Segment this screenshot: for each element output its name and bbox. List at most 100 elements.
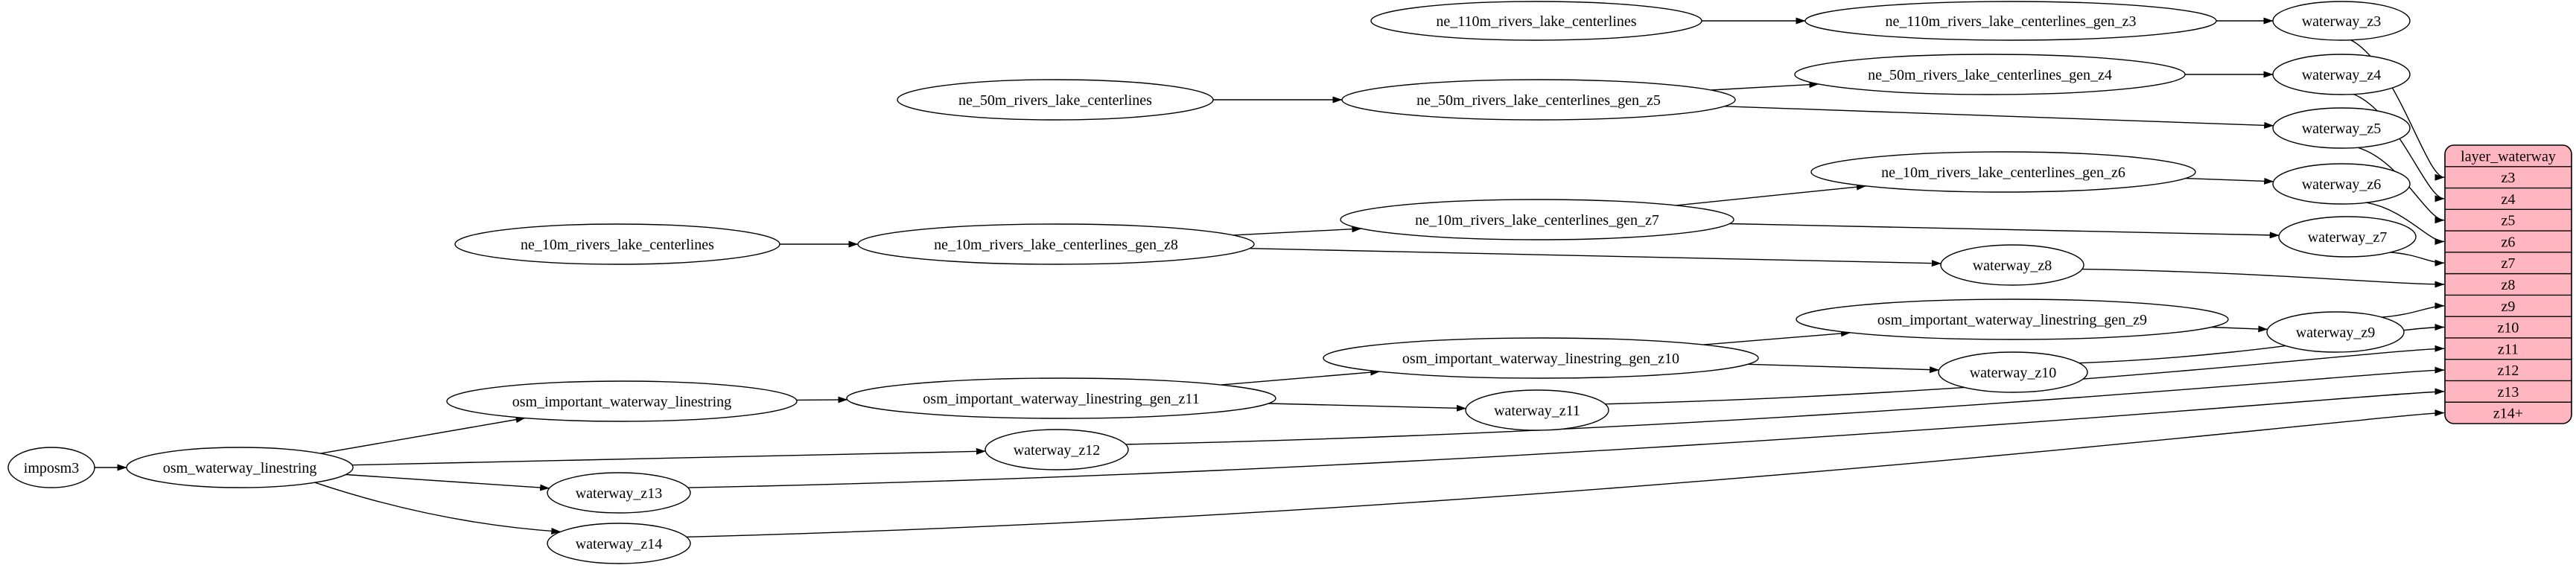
node-label-ne_10m_rivers_lake_centerlines: ne_10m_rivers_lake_centerlines: [521, 237, 714, 253]
node-ne_10m_rivers_lake_centerlines_gen_z6: ne_10m_rivers_lake_centerlines_gen_z6: [1810, 151, 2196, 193]
node-label-waterway_z3: waterway_z3: [2302, 13, 2382, 30]
node-label-ne_10m_rivers_lake_centerlines_gen_z6: ne_10m_rivers_lake_centerlines_gen_z6: [1881, 165, 2125, 181]
node-ne_10m_rivers_lake_centerlines: ne_10m_rivers_lake_centerlines: [454, 223, 780, 265]
node-ne_50m_rivers_lake_centerlines: ne_50m_rivers_lake_centerlines: [897, 79, 1214, 121]
node-waterway_z9: waterway_z9: [2266, 311, 2405, 353]
node-label-osm_important_waterway_linestring_gen_z11: osm_important_waterway_linestring_gen_z1…: [923, 391, 1199, 407]
edge-ne_10m_rivers_lake_centerlines_gen_z7-to-ne_10m_rivers_lake_centerlines_gen_z6: [1676, 183, 1866, 206]
edge-ne_10m_rivers_lake_centerlines_gen_z7-to-waterway_z7: [1729, 223, 2280, 239]
node-imposm3: imposm3: [7, 447, 95, 488]
node-waterway_z13: waterway_z13: [547, 472, 691, 514]
record-layer_waterway: layer_waterway z3 z4 z5 z6 z7 z8 z9 z10 z11 z12 z13…: [2444, 144, 2572, 424]
record-row-z4: z4: [2502, 191, 2516, 208]
edge-ne_10m_rivers_lake_centerlines_gen_z6-to-waterway_z6: [2185, 177, 2274, 185]
record-row-z7: z7: [2502, 255, 2516, 272]
node-waterway_z5: waterway_z5: [2272, 107, 2411, 149]
node-label-osm_important_waterway_linestring: osm_important_waterway_linestring: [512, 394, 731, 410]
edge-osm_waterway_linestring-to-waterway_z13: [346, 473, 550, 491]
edge-osm_waterway_linestring-to-waterway_z14: [314, 482, 562, 535]
record-row-z6: z6: [2502, 234, 2516, 250]
edge-osm_waterway_linestring-to-osm_important_waterway_linestring: [320, 416, 526, 454]
node-label-imposm3: imposm3: [24, 460, 79, 476]
edges-layer: [95, 17, 2445, 537]
node-label-waterway_z10: waterway_z10: [1970, 365, 2057, 381]
nodes-layer: imposm3 osm_waterway_linestring ne_10m_riv…: [7, 1, 2417, 564]
edge-waterway_z13-to-layer_waterway-z13: [687, 388, 2445, 488]
node-label-waterway_z13: waterway_z13: [576, 485, 663, 502]
node-ne_50m_rivers_lake_centerlines_gen_z5: ne_50m_rivers_lake_centerlines_gen_z5: [1341, 79, 1736, 121]
node-ne_50m_rivers_lake_centerlines_gen_z4: ne_50m_rivers_lake_centerlines_gen_z4: [1794, 54, 2186, 95]
node-label-osm_important_waterway_linestring_gen_z10: osm_important_waterway_linestring_gen_z1…: [1402, 351, 1679, 367]
node-ne_110m_rivers_lake_centerlines: ne_110m_rivers_lake_centerlines: [1370, 1, 1702, 41]
edge-waterway_z11-to-layer_waterway-z11: [1605, 345, 2445, 405]
node-osm_important_waterway_linestring_gen_z10: osm_important_waterway_linestring_gen_z1…: [1323, 337, 1759, 379]
record-row-z5: z5: [2502, 213, 2516, 229]
record-row-z12: z12: [2498, 363, 2519, 379]
edge-ne_50m_rivers_lake_centerlines_gen_z5-to-ne_50m_rivers_lake_centerlines_gen_z4: [1711, 81, 1819, 91]
node-waterway_z11: waterway_z11: [1465, 389, 1609, 431]
node-label-waterway_z5: waterway_z5: [2302, 121, 2382, 137]
record-row-z9: z9: [2502, 299, 2516, 315]
edge-ne_50m_rivers_lake_centerlines_gen_z5-to-waterway_z5: [1724, 106, 2274, 129]
node-waterway_z12: waterway_z12: [985, 429, 1129, 470]
edge-osm_important_waterway_linestring_gen_z11-to-osm_important_waterway_linestring_gen_z10: [1221, 368, 1381, 386]
node-waterway_z8: waterway_z8: [1940, 244, 2084, 286]
edge-osm_important_waterway_linestring_gen_z10-to-osm_important_waterway_linestring_gen_z9: [1703, 330, 1851, 345]
edge-osm_waterway_linestring-to-waterway_z12: [352, 447, 986, 466]
edge-osm_important_waterway_linestring_gen_z9-to-waterway_z9: [2211, 325, 2268, 333]
edge-waterway_z7-to-layer_waterway-z7: [2390, 252, 2445, 267]
node-label-ne_110m_rivers_lake_centerlines_gen_z3: ne_110m_rivers_lake_centerlines_gen_z3: [1886, 13, 2137, 30]
record-title: layer_waterway: [2461, 148, 2556, 165]
record-row-z3: z3: [2502, 170, 2516, 186]
edge-waterway_z5-to-layer_waterway-z5: [2357, 147, 2445, 224]
node-osm_important_waterway_linestring: osm_important_waterway_linestring: [446, 380, 798, 422]
node-waterway_z6: waterway_z6: [2272, 163, 2411, 205]
node-label-waterway_z6: waterway_z6: [2302, 176, 2382, 193]
edge-osm_important_waterway_linestring_gen_z10-to-waterway_z10: [1747, 363, 1940, 374]
edge-waterway_z4-to-layer_waterway-z4: [2353, 93, 2445, 202]
node-label-waterway_z8: waterway_z8: [1973, 258, 2052, 274]
node-label-waterway_z12: waterway_z12: [1014, 442, 1101, 459]
node-waterway_z7: waterway_z7: [2278, 216, 2417, 258]
node-label-osm_waterway_linestring: osm_waterway_linestring: [163, 460, 317, 476]
node-waterway_z3: waterway_z3: [2272, 1, 2411, 41]
node-waterway_z4: waterway_z4: [2272, 54, 2411, 95]
node-waterway_z10: waterway_z10: [1938, 351, 2088, 393]
node-label-waterway_z7: waterway_z7: [2308, 229, 2388, 246]
node-osm_waterway_linestring: osm_waterway_linestring: [126, 447, 354, 488]
edge-ne_10m_rivers_lake_centerlines_gen_z8-to-waterway_z8: [1250, 248, 1941, 267]
node-label-ne_50m_rivers_lake_centerlines: ne_50m_rivers_lake_centerlines: [958, 92, 1152, 109]
edge-waterway_z9-to-layer_waterway-z9: [2381, 302, 2445, 318]
edge-osm_important_waterway_linestring-to-osm_important_waterway_linestring_gen_z11: [796, 396, 848, 403]
node-ne_110m_rivers_lake_centerlines_gen_z3: ne_110m_rivers_lake_centerlines_gen_z3: [1804, 1, 2217, 41]
edge-waterway_z3-to-layer_waterway-z3: [2350, 39, 2445, 181]
node-osm_important_waterway_linestring_gen_z11: osm_important_waterway_linestring_gen_z1…: [846, 377, 1276, 419]
edge-waterway_z14-to-layer_waterway-z14+: [686, 409, 2445, 537]
node-label-waterway_z14: waterway_z14: [576, 536, 663, 552]
record-row-z8: z8: [2502, 277, 2516, 293]
record-node-layer-waterway: layer_waterway z3 z4 z5 z6 z7 z8 z9 z10 z11 z12 z13…: [2444, 144, 2572, 424]
node-label-ne_50m_rivers_lake_centerlines_gen_z4: ne_50m_rivers_lake_centerlines_gen_z4: [1868, 67, 2112, 83]
node-label-osm_important_waterway_linestring_gen_z9: osm_important_waterway_linestring_gen_z9: [1877, 312, 2147, 328]
node-waterway_z14: waterway_z14: [547, 523, 691, 564]
node-label-waterway_z4: waterway_z4: [2302, 67, 2382, 83]
node-label-waterway_z11: waterway_z11: [1494, 403, 1580, 419]
node-label-ne_110m_rivers_lake_centerlines: ne_110m_rivers_lake_centerlines: [1436, 13, 1636, 30]
edge-waterway_z12-to-layer_waterway-z12: [1125, 366, 2445, 445]
edge-waterway_z6-to-layer_waterway-z6: [2366, 202, 2445, 245]
node-osm_important_waterway_linestring_gen_z9: osm_important_waterway_linestring_gen_z9: [1796, 299, 2229, 340]
node-ne_10m_rivers_lake_centerlines_gen_z7: ne_10m_rivers_lake_centerlines_gen_z7: [1340, 199, 1734, 240]
node-ne_10m_rivers_lake_centerlines_gen_z8: ne_10m_rivers_lake_centerlines_gen_z8: [857, 223, 1255, 265]
node-label-waterway_z9: waterway_z9: [2296, 325, 2376, 341]
node-label-ne_10m_rivers_lake_centerlines_gen_z7: ne_10m_rivers_lake_centerlines_gen_z7: [1415, 212, 1659, 229]
edge-osm_important_waterway_linestring_gen_z11-to-waterway_z11: [1268, 403, 1466, 412]
record-row-z11: z11: [2498, 341, 2519, 357]
edge-ne_10m_rivers_lake_centerlines_gen_z8-to-ne_10m_rivers_lake_centerlines_gen_z7: [1233, 226, 1362, 236]
record-row-z13: z13: [2498, 384, 2519, 401]
node-label-ne_10m_rivers_lake_centerlines_gen_z8: ne_10m_rivers_lake_centerlines_gen_z8: [934, 237, 1178, 253]
record-row-z14+: z14+: [2493, 406, 2523, 422]
edge-waterway_z8-to-layer_waterway-z8: [2082, 268, 2445, 288]
record-row-z10: z10: [2498, 320, 2519, 336]
